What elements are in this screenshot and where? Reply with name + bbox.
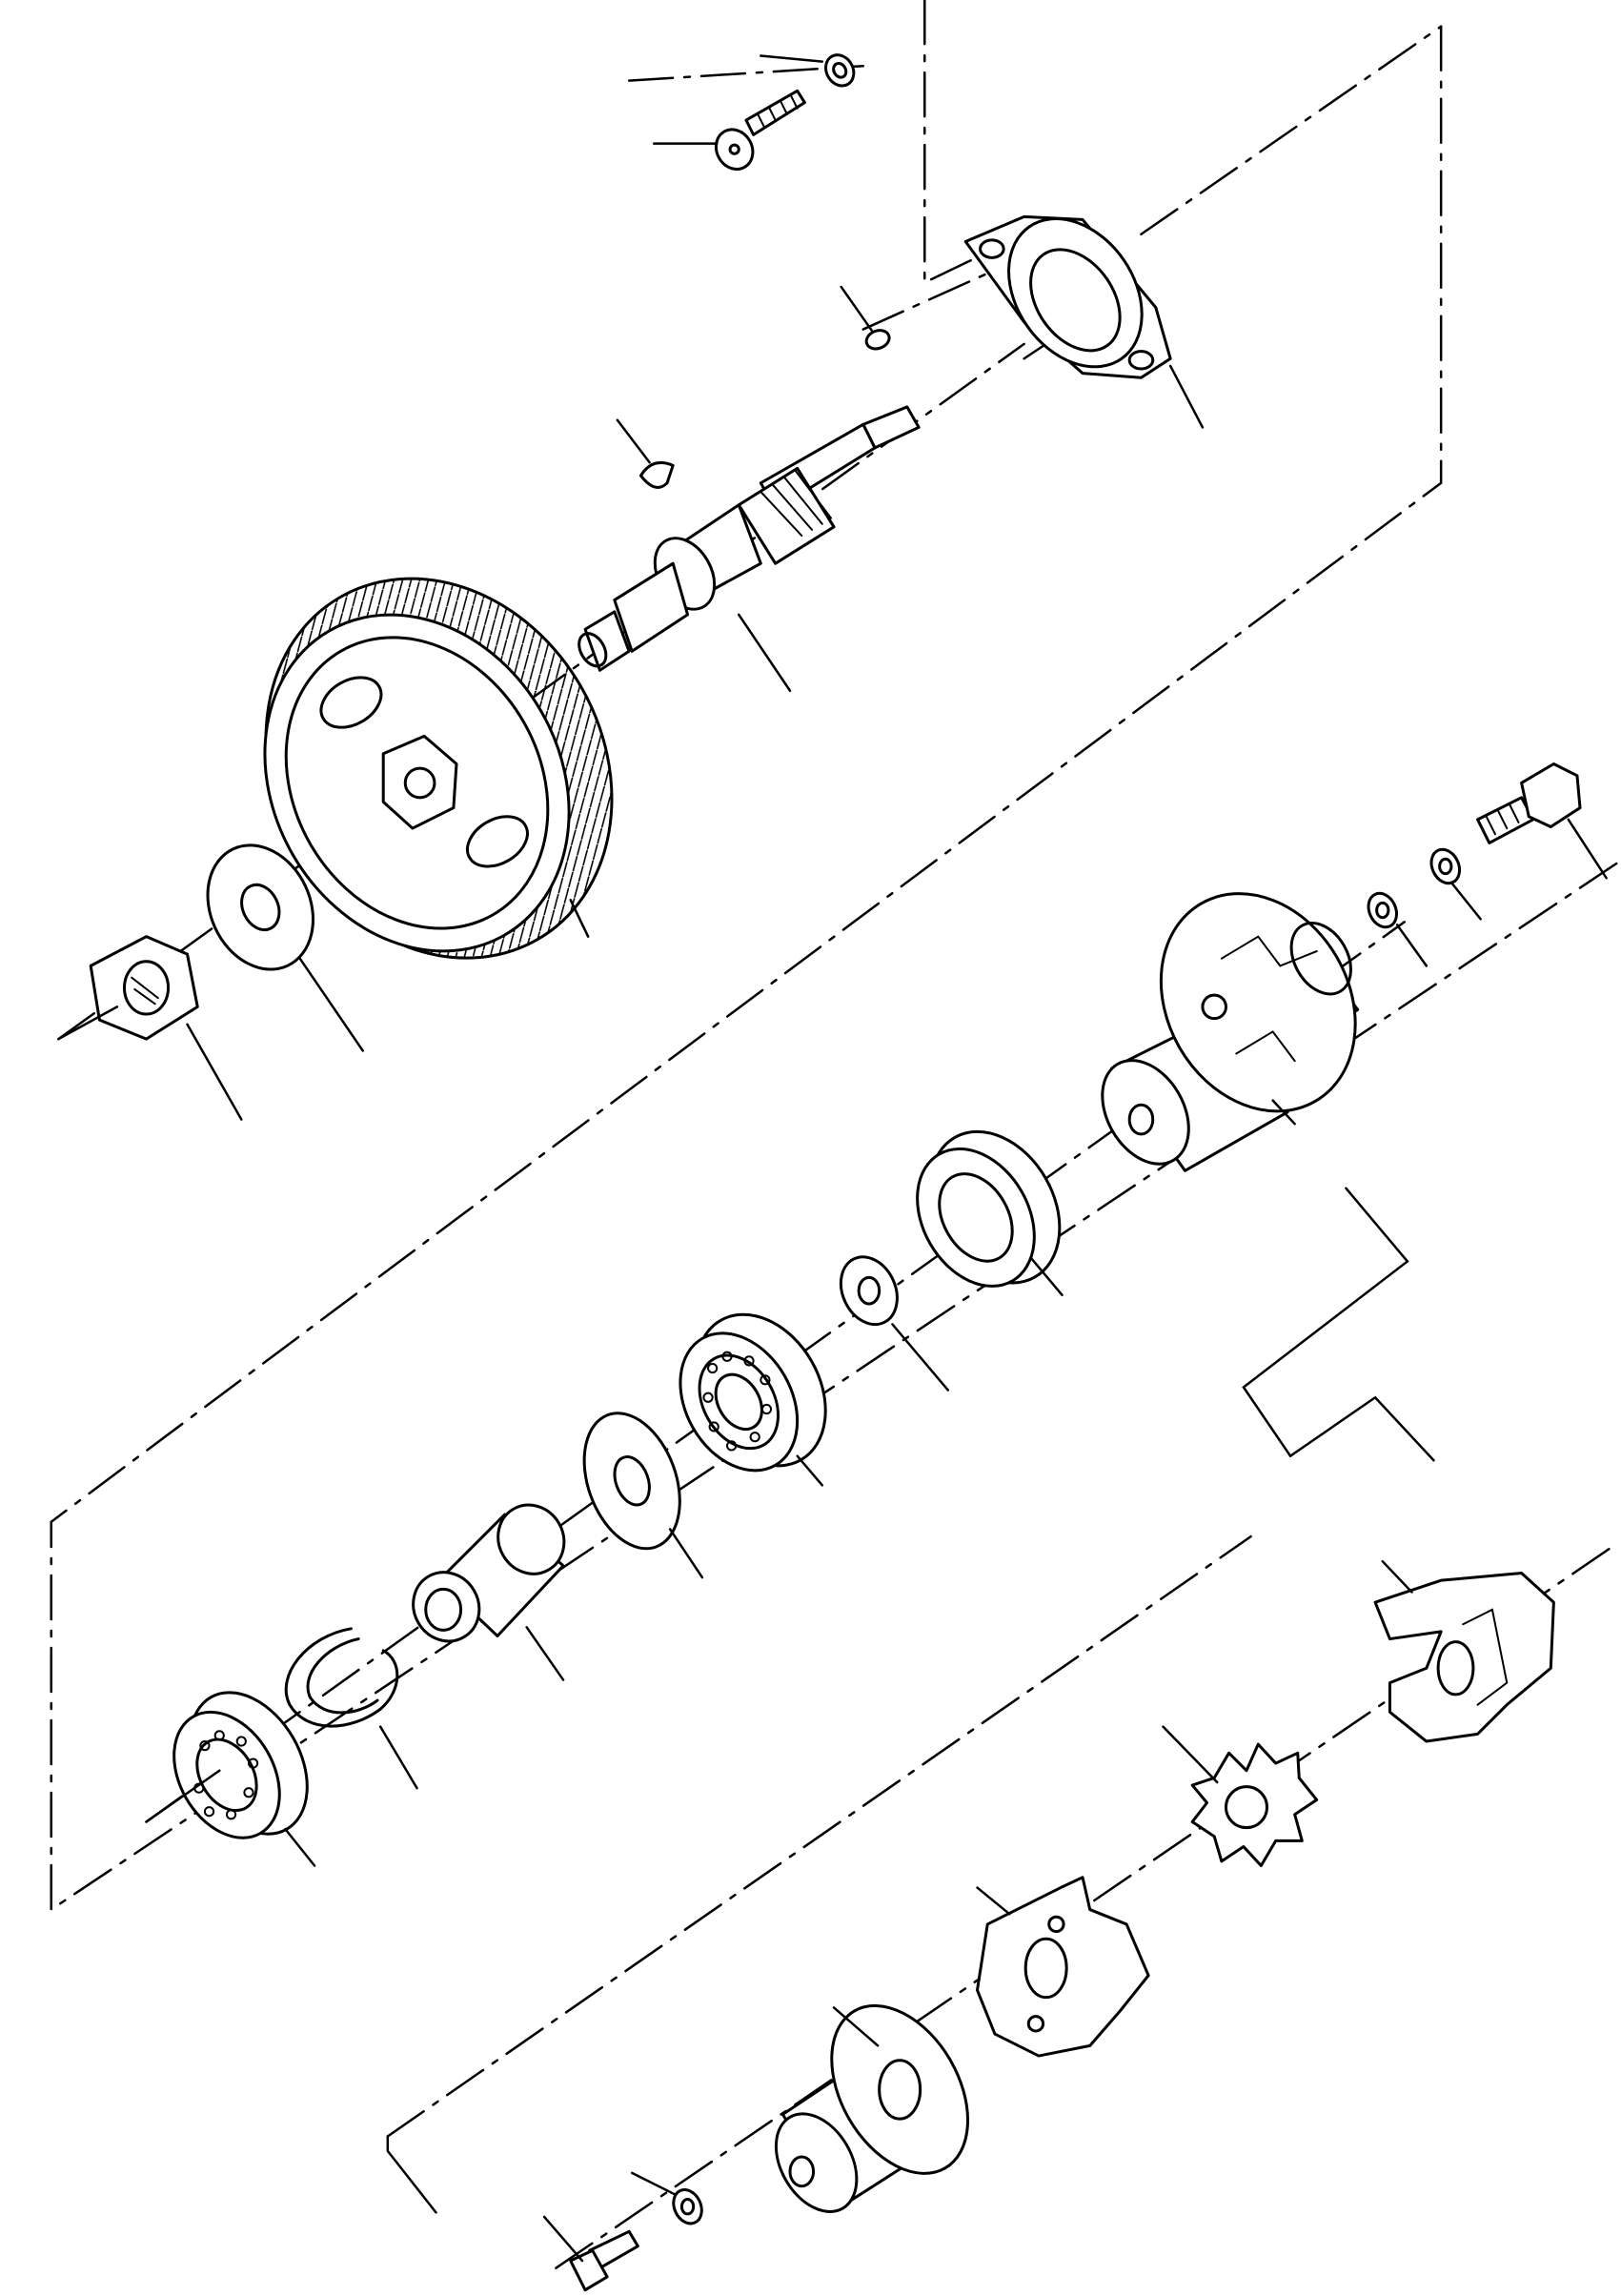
idler-gear [198,516,679,1022]
ball-bearing-lower [147,1672,332,1865]
thrust-washer [567,1400,702,1577]
oil-seal [894,1108,1086,1308]
woodruff-key-small [841,287,892,352]
centerline-axes [58,66,1616,2267]
lower-bracket [388,2137,436,2213]
lock-washer-bottom [632,2173,707,2228]
snap-ring [286,1629,416,1788]
woodruff-key-large [618,420,673,488]
lock-washer-right-1 [1426,844,1480,919]
hex-nut [58,937,241,1120]
idler-shaft [574,407,919,691]
lock-washer-right-2 [1363,888,1426,965]
cap-screw-bottom [544,2217,638,2290]
spider-insert [1163,1727,1316,1866]
sleeve [401,1493,577,1679]
spacer-washer [830,1248,948,1390]
lock-washer-top [760,50,859,91]
cap-screw-right [1478,764,1607,879]
coupling-jaw-left [978,1878,1149,2056]
grouping-bracket [1244,1189,1434,1461]
drive-hub [760,1981,996,2225]
coupling-hub [1084,858,1393,1179]
assembly-outline-upper [51,0,1617,1909]
cap-screw-top [654,91,804,175]
bearing-flange [965,193,1203,428]
coupling-jaw-right [1375,1561,1553,1741]
flat-washer [188,828,362,1051]
assembly-outline-lower [388,1536,1251,2136]
ball-bearing-upper [657,1291,852,1492]
